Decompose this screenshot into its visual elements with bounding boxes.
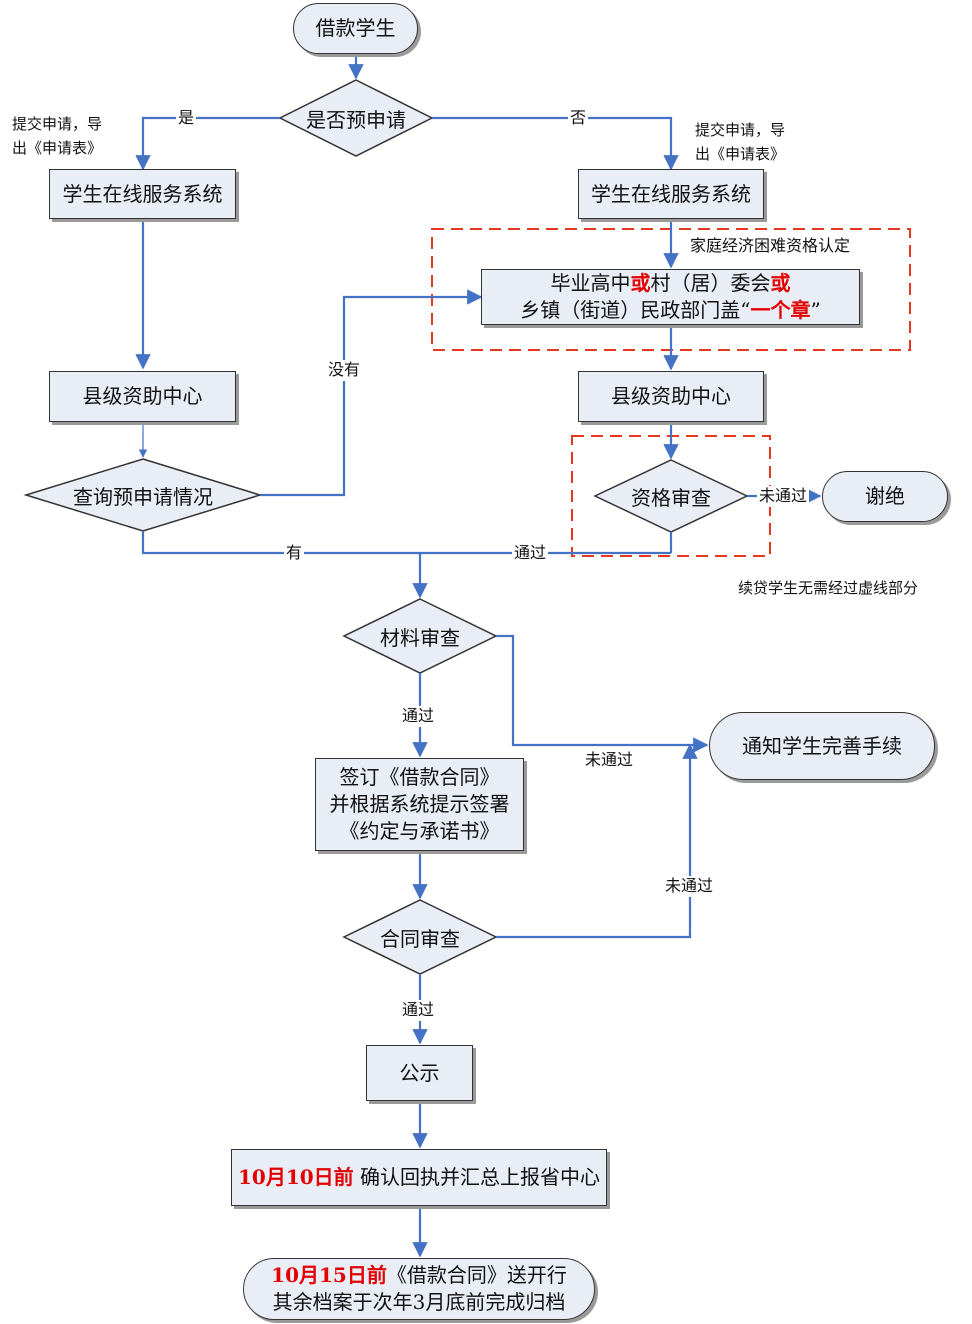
confirm-text: 确认回执并汇总上报省中心 [353,1165,601,1189]
label-pass-contract: 通过 [400,1000,437,1021]
note-submit-left: 提交申请，导 出《申请表》 [12,112,102,160]
stamp-or-1: 或 [630,271,651,295]
final-node: 10月15日前《借款合同》送开行 其余档案于次年3月底前完成归档 [243,1258,595,1320]
stamp-line2-b: ” [810,298,821,322]
stamp-line1-a: 毕业高中 [550,271,631,295]
right-online-system-box: 学生在线服务系统 [578,169,764,219]
stamp-box: 毕业高中或村（居）委会或 乡镇（街道）民政部门盖“一个章” [481,269,860,325]
note-submit-right: 提交申请，导 出《申请表》 [695,118,785,166]
label-family-cert: 家庭经济困难资格认定 [688,236,853,257]
note-renewal: 续贷学生无需经过虚线部分 [738,579,919,597]
stamp-one-seal: 一个章 [750,298,811,322]
final-text-2: 其余档案于次年3月底前完成归档 [272,1290,566,1314]
pre-apply-diamond [278,79,434,157]
label-fail-material: 未通过 [583,750,636,771]
arrow-contract-fail-to-notify [496,743,698,939]
notify-student-node: 通知学生完善手续 [709,712,935,780]
note-submit-right-1: 提交申请，导 [695,121,786,139]
arrow-yes-to-left-system [135,116,280,171]
label-fail-qualification: 未通过 [757,486,810,507]
label-no: 否 [568,108,589,129]
label-none: 没有 [326,360,363,381]
stamp-line1-b: 村（居）委会 [650,271,771,295]
sign-contract-box: 签订《借款合同》 并根据系统提示签署 《约定与承诺书》 [315,758,524,851]
qualification-text: 资格审查 [631,485,711,510]
final-deadline: 10月15日前 [271,1263,387,1287]
arrow-no-to-right-system [432,116,679,171]
sign-line-2: 并根据系统提示签署 [329,792,510,816]
material-review-text: 材料审查 [380,625,460,650]
left-online-system-box: 学生在线服务系统 [49,169,236,219]
query-text: 查询预申请情况 [73,484,213,509]
reject-node: 谢绝 [822,471,948,522]
confirm-report-box: 10月10日前 确认回执并汇总上报省中心 [231,1149,607,1206]
label-pass-qualification: 通过 [512,543,549,564]
label-pass-material: 通过 [400,706,437,727]
final-text-1: 《借款合同》送开行 [386,1263,567,1287]
label-yes: 是 [176,108,197,129]
note-submit-left-1: 提交申请，导 [12,115,103,133]
note-submit-left-2: 出《申请表》 [12,139,103,157]
label-has: 有 [284,543,305,564]
note-submit-right-2: 出《申请表》 [695,145,786,163]
label-fail-contract: 未通过 [663,876,716,897]
stamp-line2-a: 乡镇（街道）民政部门盖“ [520,298,751,322]
pre-apply-text: 是否预申请 [306,107,406,132]
sign-line-1: 签订《借款合同》 [339,765,500,789]
start-node: 借款学生 [293,3,418,54]
confirm-deadline: 10月10日前 [237,1165,354,1189]
stamp-or-2: 或 [770,271,791,295]
arrow-query-none-to-stamp [260,289,483,497]
left-county-center-box: 县级资助中心 [49,371,236,422]
arrow-material-fail-to-notify [496,634,709,753]
line-query-has [141,531,671,555]
publicity-box: 公示 [366,1045,473,1101]
sign-line-3: 《约定与承诺书》 [339,819,500,843]
contract-review-text: 合同审查 [380,926,460,951]
right-county-center-box: 县级资助中心 [578,371,764,422]
